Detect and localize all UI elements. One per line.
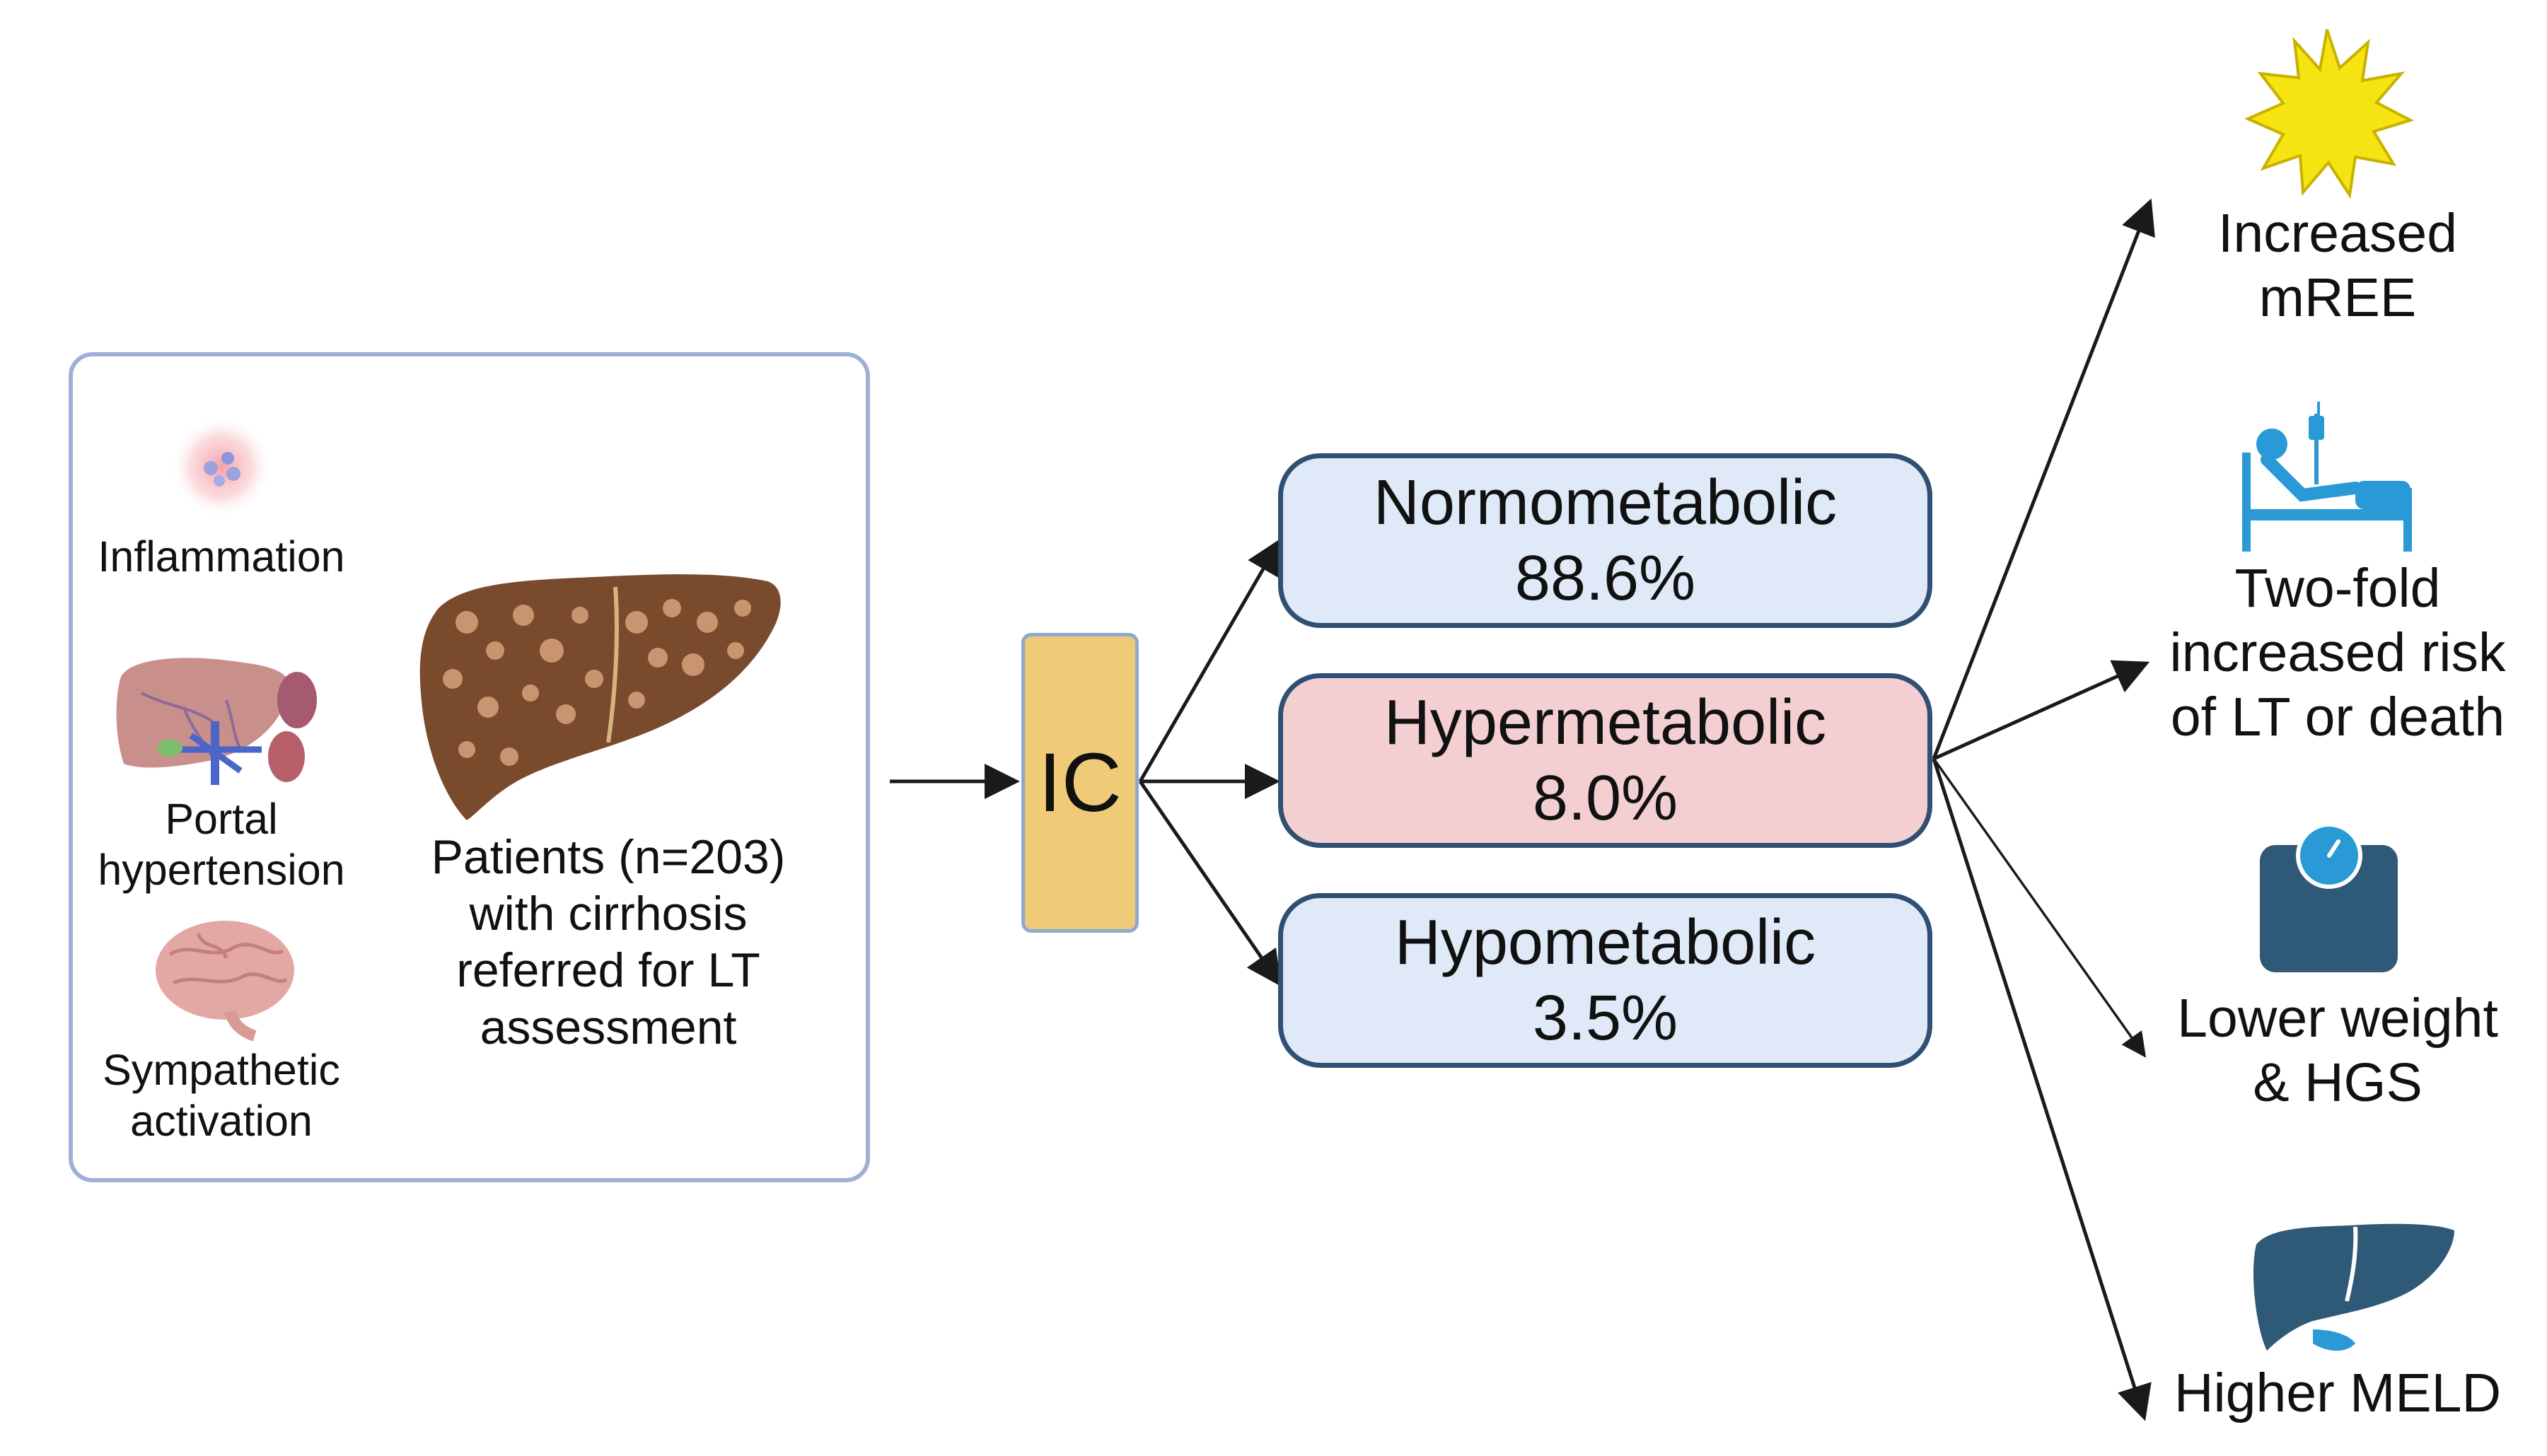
indirect-calorimetry-box: IC	[1021, 633, 1139, 933]
sympathetic-activation-label: Sympathetic activation	[80, 1045, 363, 1147]
state-name: Hypometabolic	[1394, 907, 1816, 979]
sun-burst-icon	[2244, 29, 2415, 199]
patients-line-3: referred for LT	[456, 943, 760, 998]
state-percentage: 88.6%	[1514, 542, 1696, 614]
outcome-increased-mree: Increased mREE	[2154, 202, 2522, 330]
arrow-to-lt-or-death	[1932, 660, 2150, 761]
inflammation-icon	[170, 416, 272, 518]
outcome-line: Higher MELD	[2174, 1363, 2502, 1423]
liver-icon	[2253, 1223, 2454, 1351]
hypermetabolic-box: Hypermetabolic 8.0%	[1278, 673, 1932, 848]
outcome-line: & HGS	[2253, 1052, 2423, 1113]
outcome-lt-or-death: Two-fold increased risk of LT or death	[2154, 557, 2522, 750]
arrow-to-lower-weight	[1932, 757, 2147, 1058]
outcome-lower-weight: Lower weight & HGS	[2154, 986, 2522, 1115]
weighing-scale-icon	[2260, 822, 2398, 972]
portal-label-line-1: Portal	[165, 795, 278, 843]
patients-line-1: Patients (n=203)	[431, 830, 786, 884]
sympathetic-label-line-2: activation	[130, 1096, 313, 1145]
ic-label: IC	[1038, 736, 1122, 829]
arrow-to-increased-mree	[1932, 198, 2155, 759]
inflammation-label: Inflammation	[98, 532, 345, 581]
arrow-to-hypometabolic	[1138, 780, 1282, 987]
portal-hypertension-icon	[116, 658, 317, 785]
normometabolic-box: Normometabolic 88.6%	[1278, 453, 1932, 628]
risk-factors-panel	[69, 352, 870, 1182]
brain-icon	[156, 921, 294, 1042]
cirrhotic-liver-icon	[419, 574, 781, 820]
outcome-line: Two-fold	[2234, 558, 2441, 619]
state-percentage: 8.0%	[1532, 762, 1678, 834]
outcome-line: increased risk	[2169, 622, 2506, 683]
outcome-line: mREE	[2258, 267, 2417, 328]
outcome-line: Lower weight	[2177, 988, 2498, 1049]
outcome-line: of LT or death	[2170, 686, 2505, 747]
outcome-higher-meld: Higher MELD	[2154, 1361, 2522, 1426]
hypometabolic-box: Hypometabolic 3.5%	[1278, 893, 1932, 1068]
arrow-to-normometabolic	[1138, 538, 1282, 783]
portal-label-line-2: hypertension	[98, 845, 345, 894]
patients-description: Patients (n=203) with cirrhosis referred…	[417, 829, 799, 1056]
outcome-line: Increased	[2217, 203, 2458, 264]
state-percentage: 3.5%	[1532, 982, 1678, 1054]
portal-hypertension-label: Portal hypertension	[80, 794, 363, 896]
patients-line-2: with cirrhosis	[469, 887, 748, 941]
state-name: Normometabolic	[1373, 467, 1838, 539]
sympathetic-label-line-1: Sympathetic	[103, 1046, 340, 1094]
patients-line-4: assessment	[480, 1000, 737, 1054]
hospital-bed-icon	[2242, 402, 2412, 552]
arrow-to-higher-meld	[1932, 758, 2152, 1421]
state-name: Hypermetabolic	[1383, 687, 1827, 759]
